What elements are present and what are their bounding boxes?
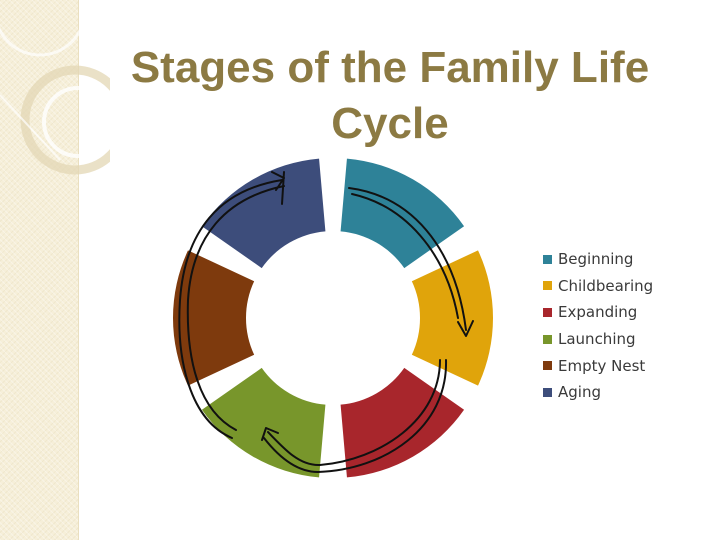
diagram-legend: Beginning Childbearing Expanding Launchi… [543,246,713,406]
slide-title-line-1: Stages of the Family Life [130,43,650,92]
ring-segment-expanding [340,367,465,478]
legend-label: Childbearing [558,276,654,295]
legend-item-beginning: Beginning [543,246,713,273]
slide-title-line-2: Cycle [331,99,449,148]
legend-item-launching: Launching [543,326,713,353]
legend-swatch [543,334,552,344]
legend-item-aging: Aging [543,379,713,406]
ring-segment-launching [201,367,326,478]
cycle-arrow-right [348,187,474,337]
legend-label: Expanding [558,303,638,322]
legend-label: Aging [558,383,601,402]
legend-swatch [543,307,552,317]
legend-label: Launching [558,330,636,349]
cycle-arrow-right-inner [351,193,459,319]
legend-item-empty-nest: Empty Nest [543,352,713,379]
legend-swatch [543,361,552,371]
ring-segment-beginning [340,158,465,269]
ring-segment-aging [201,158,326,269]
legend-swatch [543,387,552,397]
legend-item-expanding: Expanding [543,299,713,326]
family-life-cycle-diagram [173,158,493,478]
ring-segment-empty-nest [173,250,255,386]
ring-segment-childbearing [411,250,493,386]
decorative-rings [0,0,110,175]
cycle-arrow-left-inner [186,171,285,431]
legend-item-childbearing: Childbearing [543,273,713,300]
cycle-arrow-bottom [261,359,441,467]
slide-title: Stages of the Family Life Cycle [95,40,685,152]
legend-label: Empty Nest [558,356,646,375]
legend-swatch [543,254,552,264]
legend-swatch [543,281,552,291]
legend-label: Beginning [558,250,634,269]
cycle-arrow-bottom-inner [263,359,448,473]
